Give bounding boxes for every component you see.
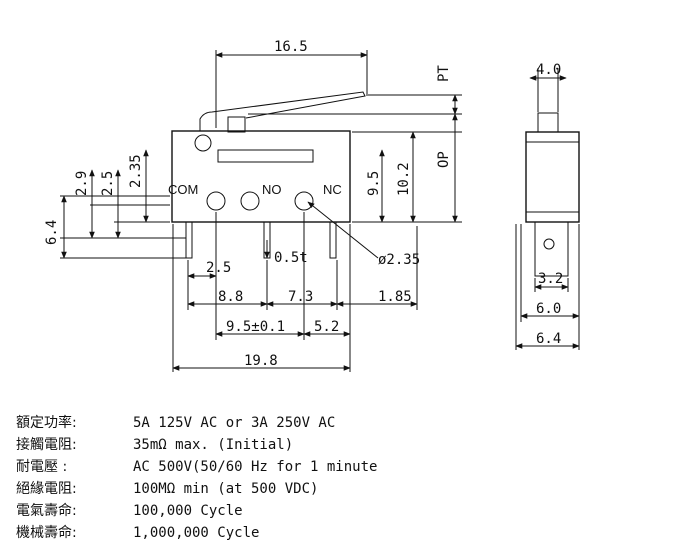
switch-drawing: 16.5 PT OP 10.2 9.5 2.9 2.5 2.35 6.4 COM… xyxy=(44,39,580,372)
side-dim-6-0: 6.0 xyxy=(536,301,561,317)
label-no: NO xyxy=(262,182,282,197)
spec-label: 機械壽命: xyxy=(16,525,77,541)
dim-1-85: 1.85 xyxy=(378,289,412,305)
switch-body xyxy=(171,130,351,223)
dim-2-5-bottom: 2.5 xyxy=(206,260,231,276)
terminal-nc xyxy=(329,221,337,259)
side-terminal-hole xyxy=(543,238,555,250)
spec-value: 1,000,000 Cycle xyxy=(133,525,260,541)
lever xyxy=(199,91,366,131)
dim-7-3: 7.3 xyxy=(288,289,313,305)
spec-row-dielectric: 耐電壓 : AC 500V(50/60 Hz for 1 minute xyxy=(16,456,676,478)
spec-label: 耐電壓 : xyxy=(16,459,68,475)
side-dim-4-0: 4.0 xyxy=(536,62,561,78)
hole-center xyxy=(240,191,260,211)
dim-9-5-tolerance: 9.5±0.1 xyxy=(226,319,285,335)
actuator xyxy=(227,116,246,133)
spec-value: 35mΩ max. (Initial) xyxy=(133,437,294,453)
dim-2-9: 2.9 xyxy=(74,171,90,196)
spec-label: 額定功率: xyxy=(16,415,77,431)
dim-10-2: 10.2 xyxy=(396,162,412,196)
spec-value: AC 500V(50/60 Hz for 1 minute xyxy=(133,459,378,475)
dim-op: OP xyxy=(436,151,452,168)
terminal-com xyxy=(185,221,193,259)
side-dim-3-2: 3.2 xyxy=(538,271,563,287)
dim-9-5-right: 9.5 xyxy=(366,171,382,196)
label-nc: NC xyxy=(323,182,342,197)
pivot-circle xyxy=(194,134,212,152)
dim-19-8: 19.8 xyxy=(244,353,278,369)
side-body xyxy=(525,131,580,223)
spec-label: 電氣壽命: xyxy=(16,503,77,519)
spec-value: 5A 125V AC or 3A 250V AC xyxy=(133,415,336,431)
side-actuator xyxy=(537,112,559,133)
spec-row-insulation: 絕緣電阻: 100MΩ min (at 500 VDC) xyxy=(16,478,676,500)
dim-2-35: 2.35 xyxy=(128,154,144,188)
spec-row-rating: 額定功率: 5A 125V AC or 3A 250V AC xyxy=(16,412,676,434)
hole-left xyxy=(206,191,226,211)
spec-value: 100MΩ min (at 500 VDC) xyxy=(133,481,319,497)
dim-16-5: 16.5 xyxy=(274,39,308,55)
spec-label: 接觸電阻: xyxy=(16,437,77,453)
spec-row-electrical-life: 電氣壽命: 100,000 Cycle xyxy=(16,500,676,522)
dim-pt: PT xyxy=(436,65,452,82)
spec-list: 額定功率: 5A 125V AC or 3A 250V AC 接觸電阻: 35m… xyxy=(16,412,676,544)
dim-5-2: 5.2 xyxy=(314,319,339,335)
label-com: COM xyxy=(168,182,198,197)
spec-row-mechanical-life: 機械壽命: 1,000,000 Cycle xyxy=(16,522,676,544)
dim-6-4-left: 6.4 xyxy=(44,220,60,245)
dim-diameter: ø2.35 xyxy=(378,252,420,268)
spec-value: 100,000 Cycle xyxy=(133,503,243,519)
dim-2-5-left: 2.5 xyxy=(100,171,116,196)
spec-label: 絕緣電阻: xyxy=(16,481,77,497)
side-dim-6-4: 6.4 xyxy=(536,331,561,347)
label-window xyxy=(217,149,314,163)
hole-right xyxy=(294,191,314,211)
dim-8-8: 8.8 xyxy=(218,289,243,305)
side-terminal xyxy=(534,221,569,277)
spec-row-contact-resistance: 接觸電阻: 35mΩ max. (Initial) xyxy=(16,434,676,456)
dim-0-5t: 0.5t xyxy=(274,250,308,266)
